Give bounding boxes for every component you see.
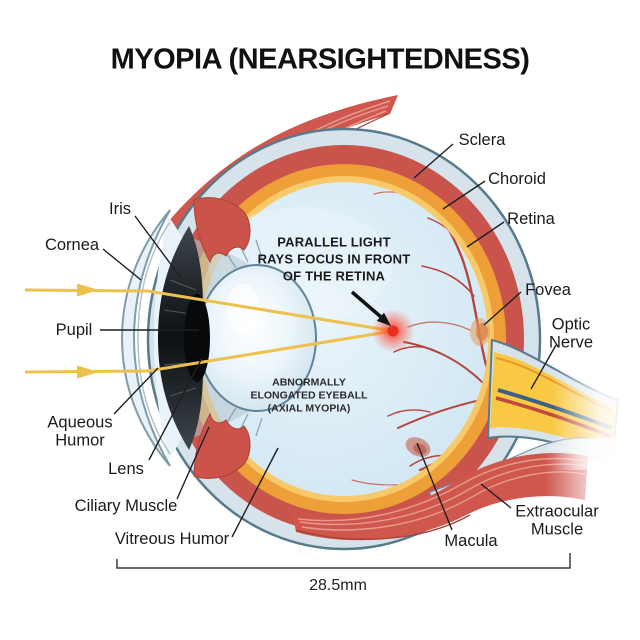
light-ray-top xyxy=(24,288,394,333)
leader-extraocular-muscle xyxy=(480,483,512,509)
light-ray-arrowhead-top xyxy=(77,283,99,297)
axial-length-value: 28.5mm xyxy=(309,577,367,594)
muscle-fade xyxy=(545,438,640,518)
measurement-bracket xyxy=(116,553,571,569)
leader-optic-nerve xyxy=(530,344,557,390)
leader-lens xyxy=(148,357,203,461)
leader-vitreous-humor xyxy=(231,447,279,538)
leader-iris xyxy=(134,215,182,279)
focus-arrow xyxy=(350,290,391,326)
diagram-title: MYOPIA (NEARSIGHTEDNESS) xyxy=(110,43,530,76)
leader-macula xyxy=(416,442,453,531)
leader-retina xyxy=(466,221,505,248)
leader-aqueous-humor xyxy=(113,367,159,415)
leader-fovea xyxy=(483,291,522,326)
label-leader-lines xyxy=(100,143,557,538)
light-ray-arrowhead-bottom xyxy=(77,365,99,379)
leader-ciliary-muscle xyxy=(176,426,210,500)
pupil-shape xyxy=(184,294,210,382)
focus-annotation: PARALLEL LIGHT RAYS FOCUS IN FRONT OF TH… xyxy=(257,234,411,284)
leader-choroid xyxy=(442,180,486,210)
cornea-inner-line xyxy=(137,221,171,455)
leader-cornea xyxy=(102,248,142,281)
leader-sclera xyxy=(413,143,454,179)
light-ray-bottom xyxy=(24,329,394,374)
elongation-annotation: ABNORMALLY ELONGATED EYEBALL (AXIAL MYOP… xyxy=(250,376,368,415)
light-rays xyxy=(24,283,394,379)
iris-shape xyxy=(158,226,203,450)
